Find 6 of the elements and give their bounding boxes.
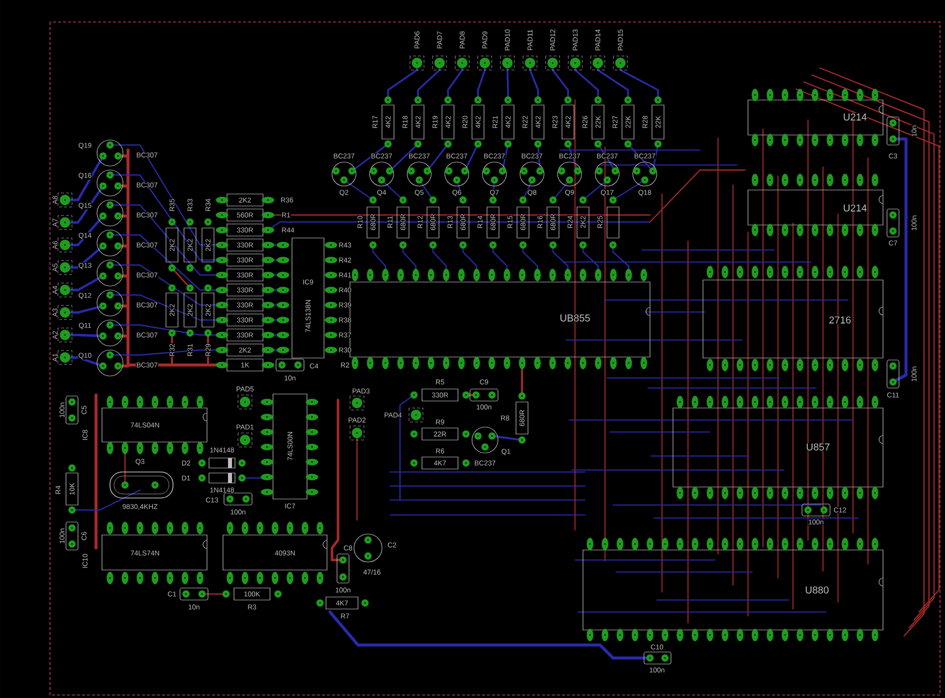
part-label: UB855 [559,314,591,322]
part-label: U214 [842,113,868,121]
part-label: 2716 [828,316,852,324]
part-label: U857 [806,443,830,451]
part-label: U214 [842,204,868,212]
part-label: U880 [804,586,830,594]
